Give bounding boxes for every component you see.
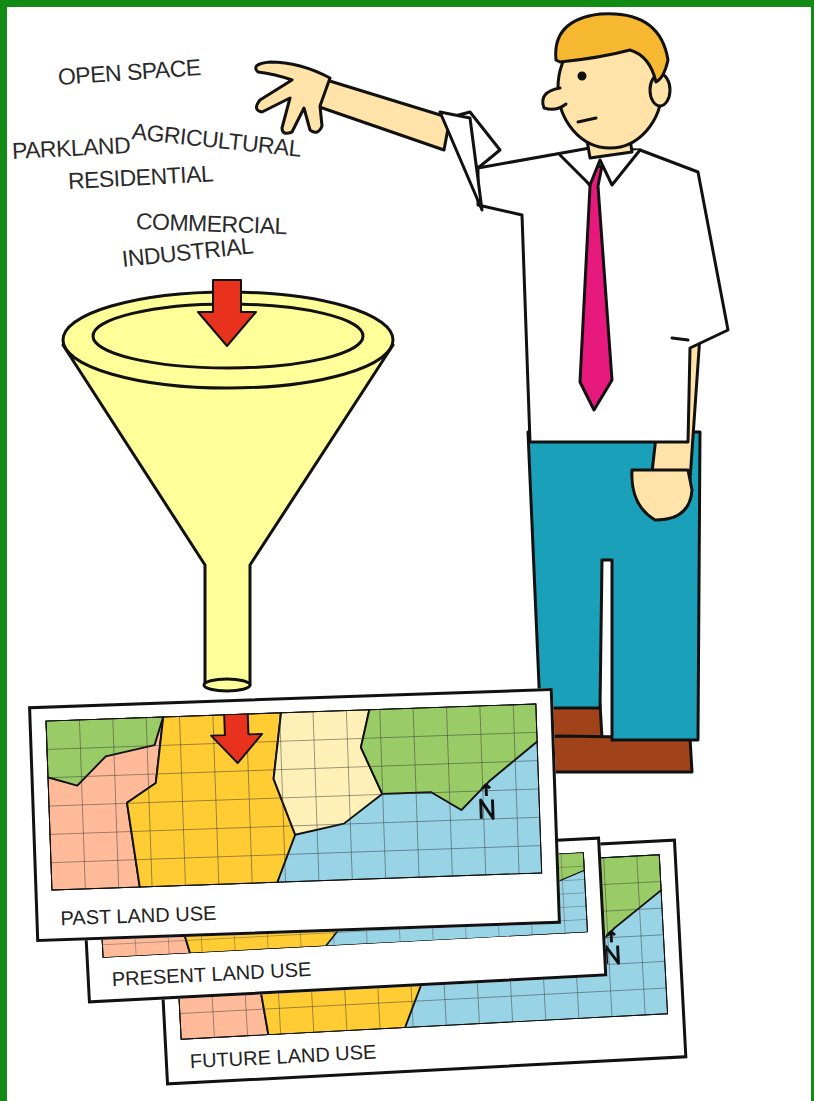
land-use-label: OPEN SPACE [57, 54, 201, 91]
land-use-label: AGRICULTURAL [131, 118, 303, 163]
land-use-map-card: PAST LAND USE [28, 688, 561, 942]
card-title: PRESENT LAND USE [111, 958, 312, 991]
land-use-map [46, 703, 543, 890]
land-use-label: RESIDENTIAL [67, 160, 214, 195]
card-title: PAST LAND USE [60, 902, 217, 930]
land-use-label: INDUSTRIAL [121, 232, 255, 273]
card-title: FUTURE LAND USE [189, 1040, 377, 1073]
land-use-label: COMMERCIAL [136, 208, 288, 240]
land-use-label: PARKLAND [11, 132, 131, 165]
